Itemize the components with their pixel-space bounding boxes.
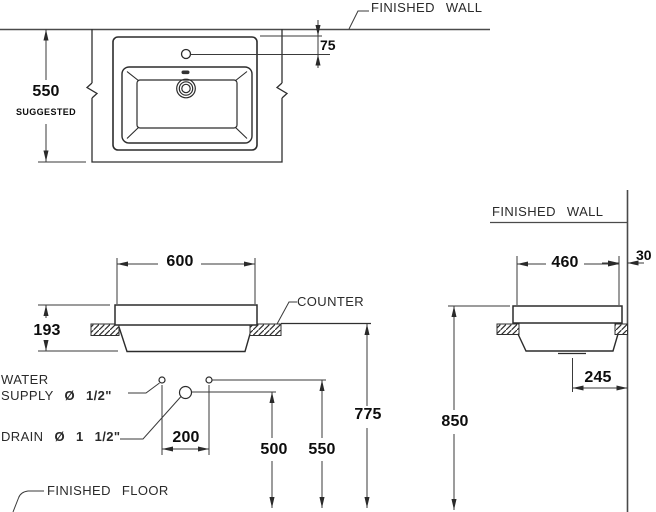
drain-plan (176, 78, 196, 99)
basin-side (517, 333, 619, 352)
drain-size: Ø 1 1/2" (54, 429, 121, 444)
finished-wall-label-top: FINISHED WALL (371, 0, 483, 15)
plan-view (0, 10, 490, 163)
dim-text-30: 30 (636, 247, 652, 263)
dim-text-775: 775 (354, 406, 382, 423)
sink-rim-front (114, 304, 258, 326)
drain-leader (120, 396, 182, 440)
dim-text-600: 600 (166, 253, 194, 270)
sink-rim-side (512, 305, 623, 324)
finished-floor-label: FINISHED FLOOR (47, 483, 169, 498)
faucet-hole (180, 48, 192, 60)
counter-label: COUNTER (297, 294, 365, 309)
counter-hatch-side-right (614, 323, 628, 335)
dim-text-200: 200 (172, 429, 200, 446)
finished-wall-label-side: FINISHED WALL (492, 204, 604, 219)
water-supply-label-line1: WATER (1, 372, 49, 387)
basin-plan-inner (136, 79, 238, 129)
dim-text-245: 245 (584, 369, 612, 386)
dim-front-200 (161, 385, 210, 455)
suggested-label: SUGGESTED (15, 107, 77, 117)
dim-front-193 (38, 304, 118, 352)
counter-hatch-left (90, 323, 120, 336)
dim-text-75: 75 (320, 37, 336, 53)
water-supply-size: Ø 1/2" (64, 388, 112, 403)
water-supply-label-line2: SUPPLY Ø 1/2" (1, 388, 112, 403)
dim-text-550-front: 550 (308, 441, 336, 458)
basin-front (118, 326, 253, 353)
dim-text-500: 500 (260, 441, 288, 458)
basin-corner-lines (126, 71, 248, 139)
water-supply-leader (128, 382, 160, 394)
dim-plan-75 (190, 20, 330, 68)
front-elevation (12, 258, 371, 512)
counter-plan-outline (85, 29, 289, 163)
wall-leader-top (348, 10, 369, 30)
overflow-slot (181, 70, 190, 75)
dim-side-850 (448, 305, 510, 510)
water-supply-hole-left (158, 376, 166, 384)
dim-front-600 (116, 258, 256, 304)
side-elevation (448, 190, 644, 512)
dim-plan-550 (38, 29, 86, 163)
finished-floor-leader (12, 490, 44, 512)
basin-plan-outer (121, 66, 253, 144)
drain-hole-front (178, 385, 193, 400)
dim-text-460: 460 (551, 254, 579, 271)
dim-text-850: 850 (441, 413, 469, 430)
counter-hatch-right (249, 323, 282, 336)
dim-text-193: 193 (33, 322, 61, 339)
water-supply-hole-right (205, 376, 213, 384)
counter-leader (276, 301, 297, 325)
counter-hatch-side-left (496, 323, 520, 335)
drain-label: DRAIN Ø 1 1/2" (1, 429, 121, 444)
sink-plan-outline (112, 36, 258, 151)
dim-text-550-plan: 550 (32, 83, 60, 100)
